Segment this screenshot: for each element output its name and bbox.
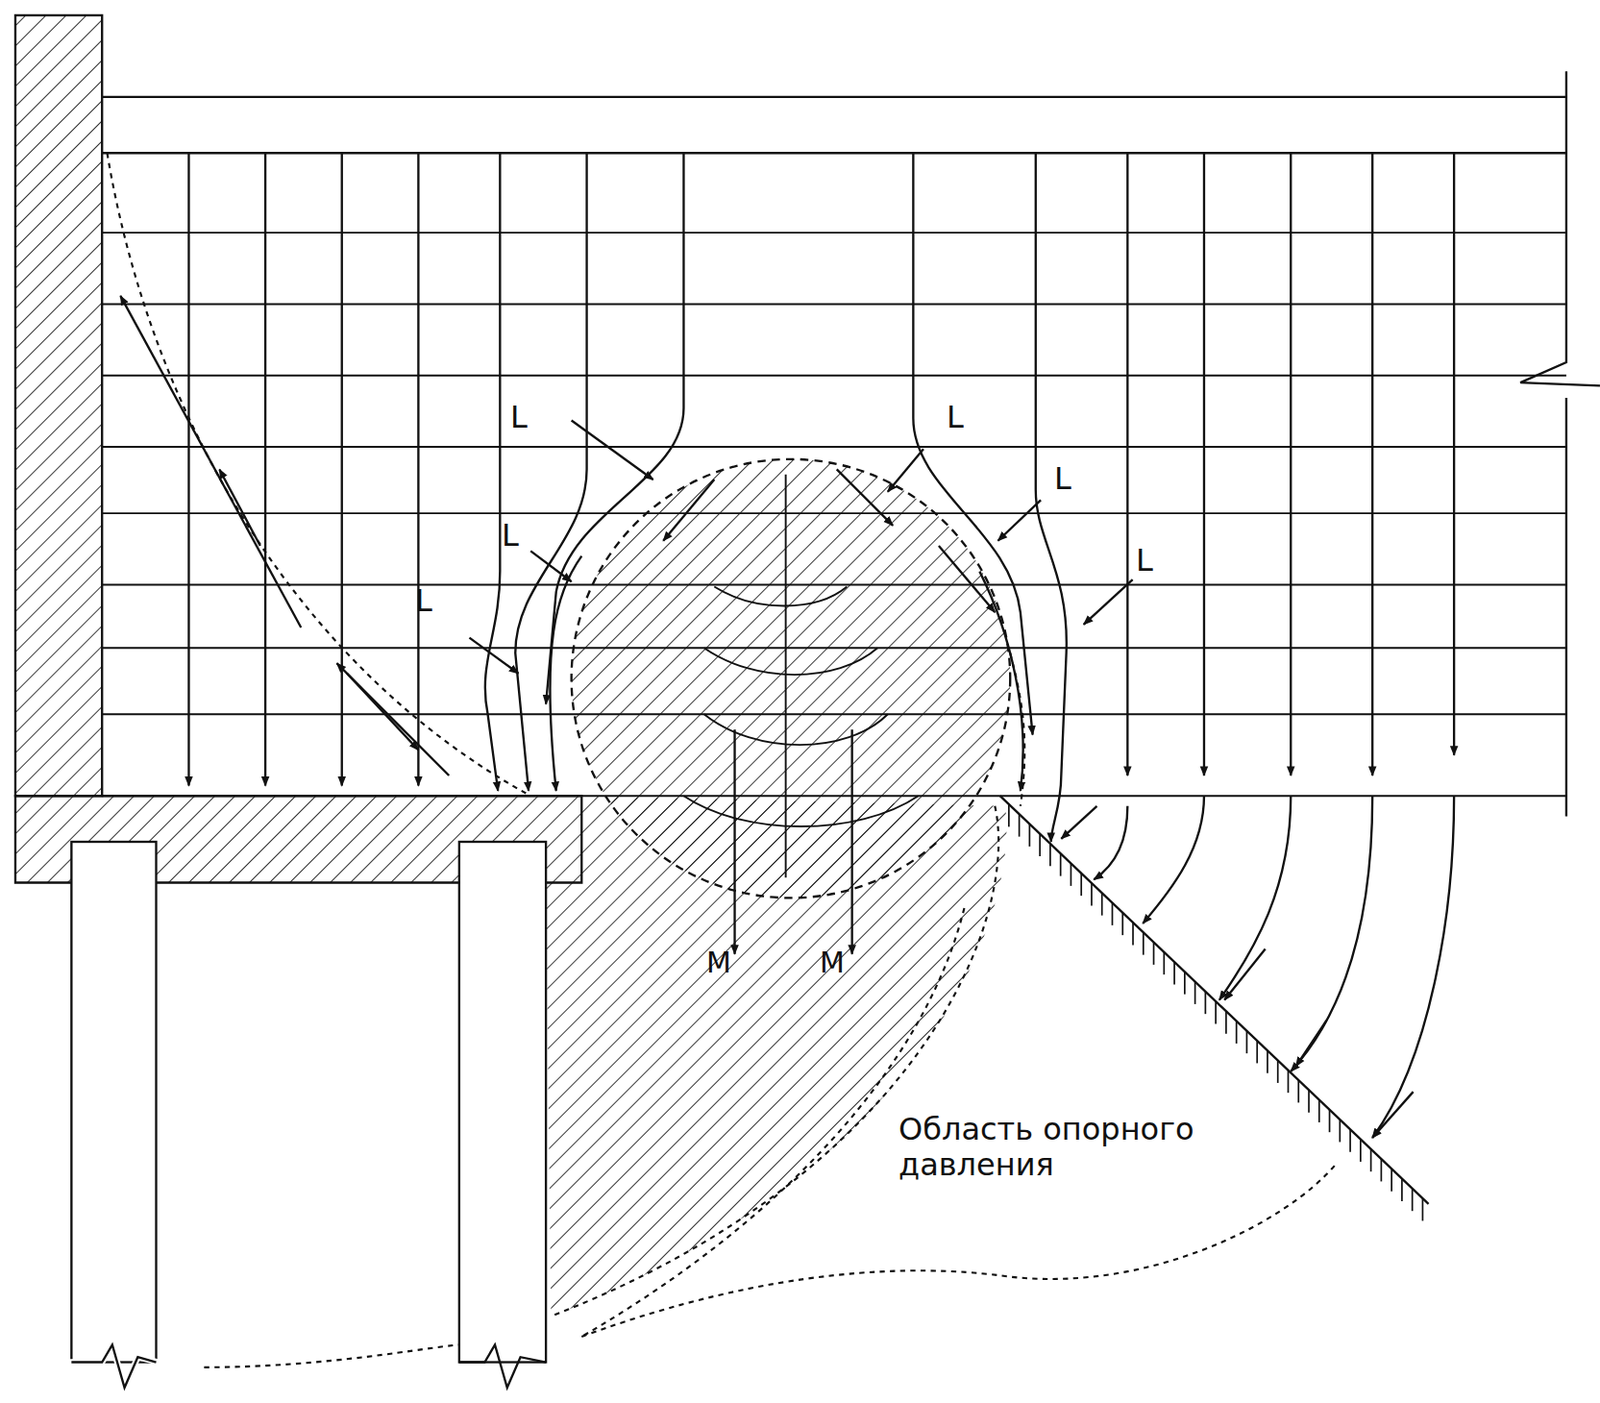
hatch-tick	[1038, 834, 1041, 857]
grid-line	[101, 445, 1567, 448]
wall	[15, 15, 102, 796]
hatch-tick	[1090, 883, 1093, 906]
hatch-tick	[1173, 961, 1176, 985]
hatch-tick	[1214, 1001, 1217, 1024]
pile	[71, 841, 156, 1363]
pile-break	[69, 1344, 158, 1388]
hatch-tick	[1338, 1119, 1341, 1142]
region-label: Область опорного давления	[895, 1111, 1238, 1183]
hatch-tick	[1205, 991, 1207, 1014]
hatch-tick	[1349, 1129, 1352, 1152]
grid-line	[101, 374, 1567, 377]
pressure-circle	[571, 459, 1011, 899]
callout-letter: M	[706, 946, 732, 981]
hatch-tick	[1194, 982, 1197, 1005]
grid-line	[101, 512, 1567, 515]
hatch-tick	[1359, 1139, 1362, 1162]
callout-letter: L	[501, 517, 519, 554]
pile-break	[459, 1344, 546, 1388]
pile	[459, 841, 546, 1363]
hatch-tick	[1225, 1010, 1228, 1034]
callout-letter: L	[510, 399, 528, 436]
callout-letter: L	[415, 583, 433, 619]
pile-break	[71, 1344, 156, 1388]
grid-line	[101, 646, 1567, 649]
grid-line	[101, 231, 1567, 234]
hatch-tick	[1411, 1188, 1414, 1211]
hatch-tick	[1132, 922, 1134, 945]
hatch-tick	[1235, 1021, 1238, 1044]
section-break	[1520, 71, 1600, 816]
hatch-tick	[1329, 1109, 1331, 1133]
hatch-tick	[1162, 952, 1165, 975]
hatch-tick	[1246, 1031, 1249, 1054]
hatch-tick	[1255, 1040, 1258, 1063]
hatch-tick	[1390, 1168, 1393, 1191]
hatch-tick	[1101, 892, 1104, 915]
grid-line	[101, 713, 1567, 715]
grid-line	[101, 583, 1567, 586]
callout-letter: L	[1135, 542, 1154, 579]
hatch-tick	[1401, 1179, 1404, 1202]
hatch-tick	[1142, 932, 1145, 955]
grid-line	[101, 302, 1567, 305]
hatch-tick	[1153, 942, 1156, 965]
callout-letter: M	[819, 946, 845, 981]
hatch-tick	[1370, 1149, 1373, 1172]
hatch-tick	[1070, 863, 1073, 887]
hatch-tick	[1029, 824, 1032, 847]
hatch-tick	[1277, 1060, 1280, 1084]
hatch-tick	[1422, 1198, 1425, 1221]
hatch-tick	[1121, 912, 1124, 936]
hatch-tick	[1049, 843, 1052, 866]
hatch-tick	[1111, 903, 1114, 926]
hatch-tick	[1266, 1050, 1269, 1073]
hatch-tick	[1380, 1158, 1383, 1182]
hatch-tick	[1287, 1070, 1290, 1093]
callout-letter: L	[1054, 461, 1072, 497]
callout-letter: L	[946, 399, 964, 436]
hatch-tick	[1018, 813, 1021, 837]
hatch-tick	[1059, 853, 1062, 876]
hatch-tick	[1183, 971, 1186, 994]
hatch-tick	[1307, 1089, 1310, 1112]
grid	[101, 232, 1567, 796]
grid-line	[101, 794, 1567, 797]
hatch-tick	[1080, 873, 1083, 896]
hatch-tick	[1318, 1100, 1321, 1123]
hatch-tick	[1297, 1080, 1300, 1103]
hatch-tick	[1008, 804, 1010, 827]
